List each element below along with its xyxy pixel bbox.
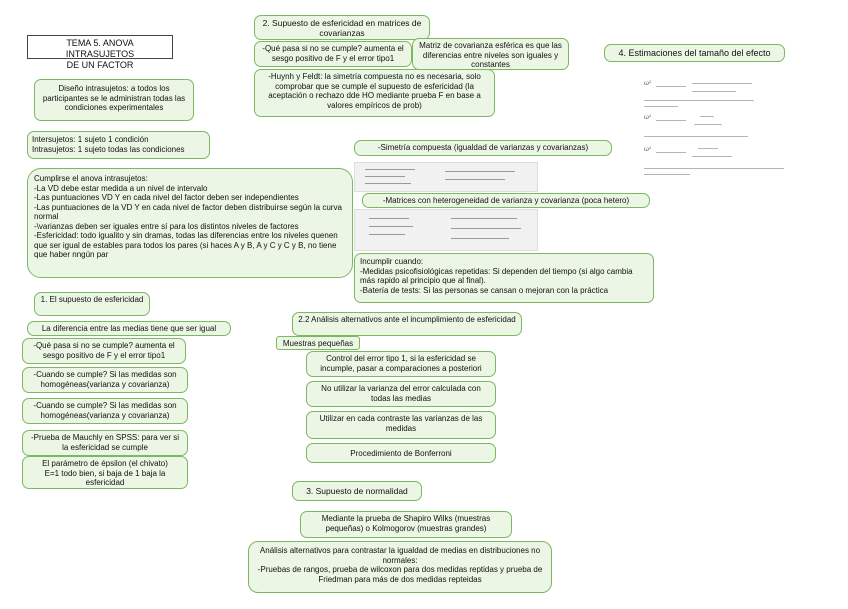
node-diseno[interactable]: Diseño intrasujetos: a todos los partici… [34,79,194,121]
node-que-pasa-1[interactable]: -Qué pasa si no se cumple? aumenta el se… [22,338,186,364]
topic-title[interactable]: TEMA 5. ANOVA INTRASUJETOS DE UN FACTOR [27,35,173,70]
node-analisis-no-normales[interactable]: Análisis alternativos para contrastar la… [248,541,552,593]
node-bonferroni[interactable]: Procedimiento de Bonferroni [306,443,496,463]
node-cuando-se-cumple-1[interactable]: -Cuando se cumple? Si las medidas son ho… [22,367,188,393]
node-epsilon[interactable]: El parámetro de épsilon (el chivato) E=1… [22,456,188,489]
node-supuesto-esfericidad[interactable]: 1. El supuesto de esfericidad [34,292,150,316]
node-no-utilizar-varianza[interactable]: No utilizar la varianza del error calcul… [306,381,496,407]
node-que-pasa-2[interactable]: -Qué pasa si no se cumple? aumenta el se… [254,41,412,67]
node-diferencia-medias[interactable]: La diferencia entre las medias tiene que… [27,321,231,336]
node-mauchly[interactable]: -Prueba de Mauchly en SPSS: para ver si … [22,430,188,456]
node-analisis-alternativos-esfericidad[interactable]: 2.2 Análisis alternativos ante el incump… [292,312,522,336]
node-utilizar-varianzas[interactable]: Utilizar en cada contraste las varianzas… [306,411,496,439]
node-muestras-pequenas[interactable]: Muestras pequeñas [276,336,360,350]
node-cuando-se-cumple-2[interactable]: -Cuando se cumple? Si las medidas son ho… [22,398,188,424]
node-incumplir-cuando[interactable]: Incumplir cuando: -Medidas psicofisiológ… [354,253,654,303]
node-huynh-feldt[interactable]: -Huynh y Feldt: la simetría compuesta no… [254,69,495,117]
node-matriz-esferica[interactable]: Matriz de covarianza esférica es que las… [412,38,569,70]
node-cumplirse[interactable]: Cumplirse el anova intrasujetos: -La VD … [27,168,353,278]
matrix-image-1 [354,162,538,192]
node-supuesto-matrices[interactable]: 2. Supuesto de esfericidad en matrices d… [254,15,430,40]
node-supuesto-normalidad[interactable]: 3. Supuesto de normalidad [292,481,422,501]
node-matrices-heterogeneidad[interactable]: -Matrices con heterogeneidad de varianza… [362,193,650,208]
node-estimaciones[interactable]: 4. Estimaciones del tamaño del efecto [604,44,785,62]
node-simetria-compuesta[interactable]: -Simetría compuesta (igualdad de varianz… [354,140,612,156]
effect-size-formulas-image: ω² ω² ω² [640,74,790,186]
node-shapiro-wilks[interactable]: Mediante la prueba de Shapiro Wilks (mue… [300,511,512,538]
node-control-error[interactable]: Control del error tipo 1, si la esferici… [306,351,496,377]
node-intersujetos[interactable]: Intersujetos: 1 sujeto 1 condición Intra… [27,131,210,159]
matrix-image-2 [354,209,538,251]
